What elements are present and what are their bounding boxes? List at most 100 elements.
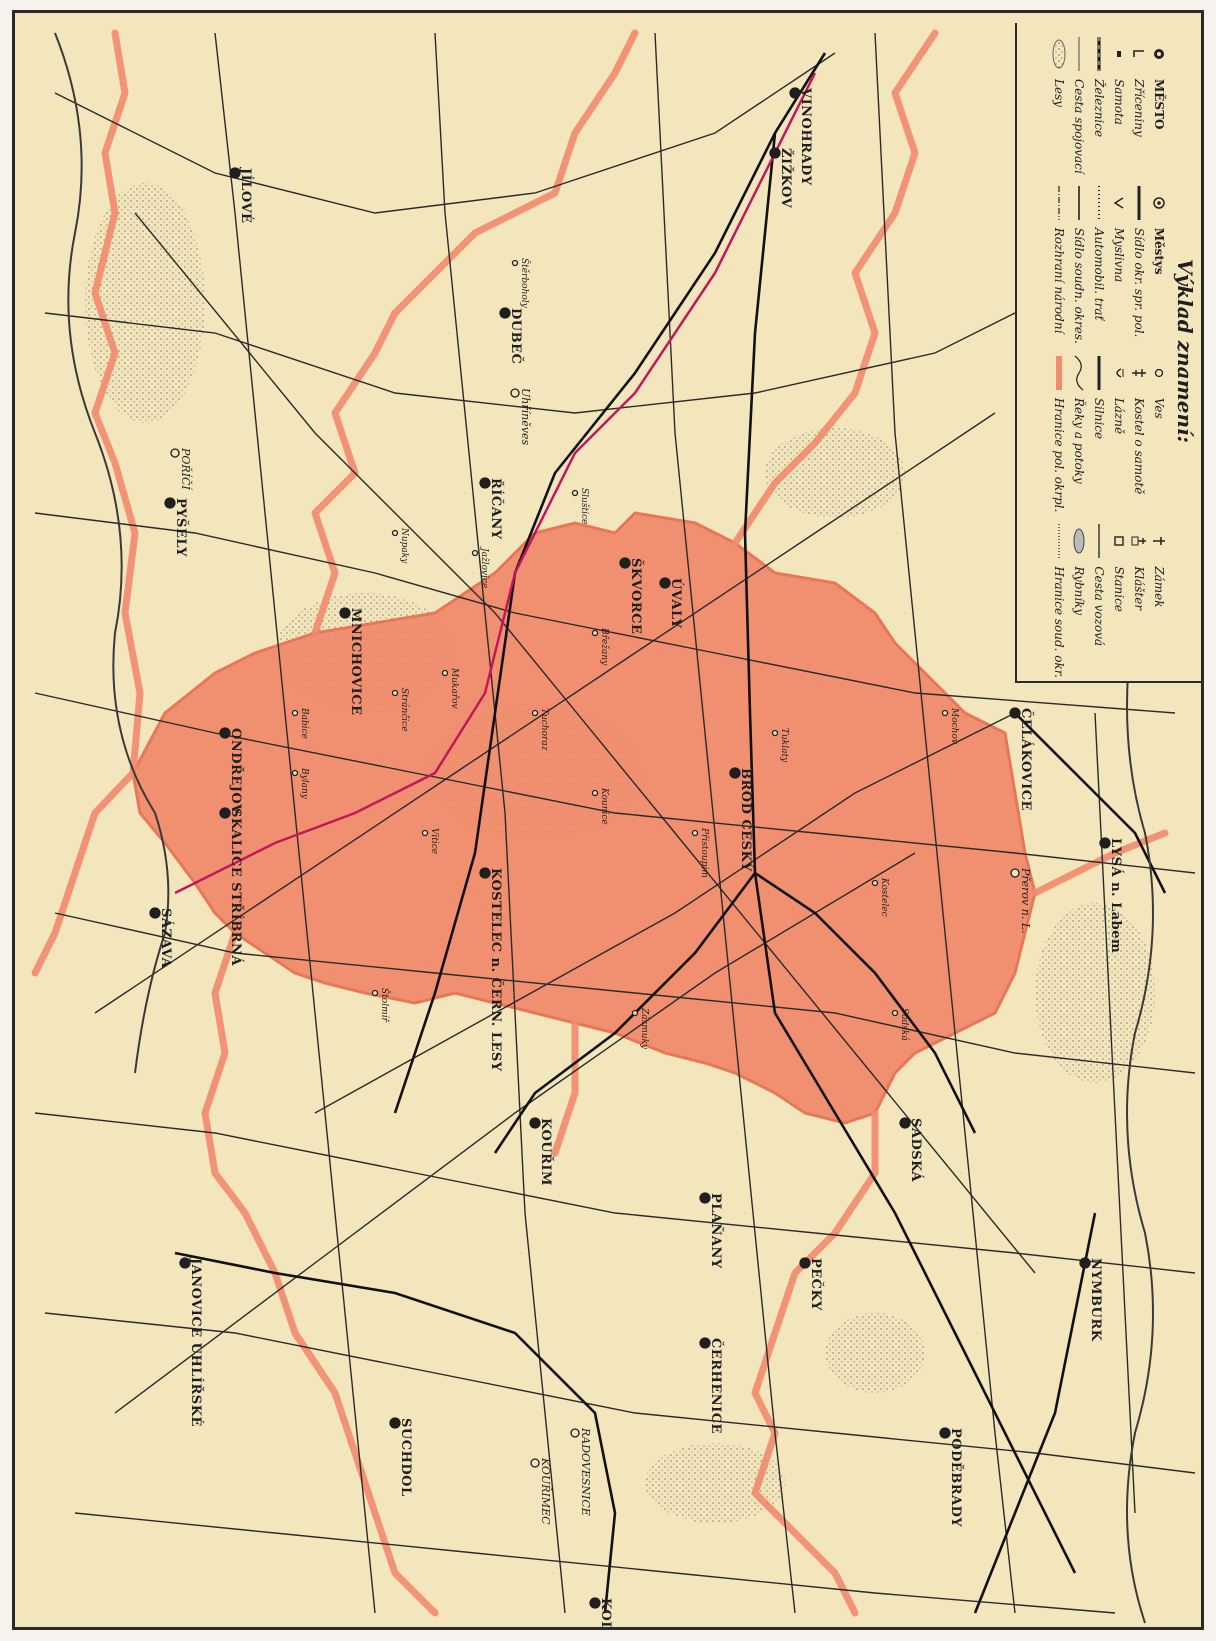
town-marker[interactable]: Přistoupim <box>691 827 711 878</box>
station-symbol-icon <box>1114 536 1124 547</box>
legend-item-label: Řeky a potoky <box>1072 397 1086 484</box>
legend-item-label: Sídlo okr. spr. pol. <box>1132 227 1146 338</box>
town-marker[interactable]: KOLÍN <box>589 1597 614 1627</box>
town-marker[interactable]: Stránčice <box>391 688 411 732</box>
town-marker[interactable]: PLAŇANY <box>699 1192 724 1269</box>
pond-symbol-icon <box>1073 528 1085 554</box>
railway-layer <box>174 52 1167 1614</box>
legend-item: Cesta spojovací <box>1071 35 1087 174</box>
town-marker[interactable]: Tuklaty <box>771 728 790 763</box>
town-marker[interactable]: Sadská <box>891 1008 911 1041</box>
town-marker[interactable]: ČERHENICE <box>699 1337 725 1434</box>
town-marker[interactable]: SUCHDOL <box>389 1417 413 1497</box>
town-marker[interactable]: POŘÍČÍ <box>170 447 193 490</box>
town-marker[interactable]: PODĚBRADY <box>939 1427 964 1527</box>
village-symbol-icon <box>1154 368 1164 377</box>
town-marker[interactable]: LYSÁ n. Labem <box>1099 837 1124 953</box>
town-label: JANOVICE UHLÍŘSKÉ <box>188 1257 204 1427</box>
town-marker[interactable]: KOUŘIM <box>529 1117 554 1186</box>
town-marker[interactable]: Jažlovice <box>471 546 491 588</box>
town-marker[interactable]: JANOVICE UHLÍŘSKÉ <box>179 1257 204 1427</box>
legend-item: Stanice <box>1111 522 1127 678</box>
town-symbol-icon <box>391 529 399 537</box>
town-marker[interactable]: NYMBURK <box>1079 1257 1103 1342</box>
town-marker[interactable]: RADOVESNICE <box>570 1427 592 1516</box>
motor-route-line <box>174 72 817 895</box>
legend-item-label: Hranice pol. okrpl. <box>1052 397 1066 513</box>
town-marker[interactable]: ŽIŽKOV <box>769 147 794 209</box>
town-marker[interactable]: ÚVALY <box>659 577 685 629</box>
town-marker[interactable]: Mochov <box>941 707 960 744</box>
town-symbol-icon <box>219 727 231 739</box>
town-marker[interactable]: Přerov n. L. <box>1010 867 1032 934</box>
town-label: Přistoupim <box>699 827 710 878</box>
legend-item-label: Lázně <box>1112 397 1126 435</box>
town-marker[interactable]: SADSKÁ <box>899 1117 924 1182</box>
town-marker[interactable]: Zásmuky <box>631 1007 651 1050</box>
town-marker[interactable]: KOUŘIMEC <box>530 1457 553 1525</box>
town-marker[interactable]: ŘÍČANY <box>479 477 505 540</box>
town-marker[interactable]: JÍLOVÉ <box>229 167 254 223</box>
town-marker[interactable]: Nupaky <box>391 527 410 564</box>
town-label: Štěrboholy <box>519 258 531 309</box>
town-marker[interactable]: Vitice <box>421 828 440 854</box>
town-marker[interactable]: ONDŘEJOV <box>219 727 244 815</box>
town-label: SKALICE STŘÍBRNÁ <box>228 808 244 966</box>
town-marker[interactable]: Štolmíř <box>371 988 392 1022</box>
legend-item-label: Lesy <box>1052 79 1066 108</box>
legend-item-label: Zámek <box>1152 566 1166 608</box>
map-canvas[interactable]: ŘÍČANY MNICHOVICE KOSTELEC n. ČERN. LESY BR… <box>15 13 1201 1627</box>
town-marker[interactable]: Bylany <box>291 767 310 800</box>
town-symbol-icon <box>510 388 520 398</box>
town-marker[interactable]: MNICHOVICE <box>339 607 363 716</box>
town-label: JÍLOVÉ <box>238 167 254 223</box>
town-label: KOLÍN <box>598 1598 614 1627</box>
legend-item: MĚSTO <box>1151 35 1167 174</box>
town-marker[interactable]: BROD ČESKÝ <box>729 767 755 872</box>
town-symbol-icon <box>631 1009 639 1017</box>
legend-item-label: Automobil. trať <box>1092 227 1106 321</box>
town-marker[interactable]: Štěrboholy <box>511 258 532 309</box>
town-marker[interactable]: Břežany <box>591 627 611 666</box>
river-layer <box>54 32 1154 1624</box>
town-marker[interactable]: ŠKVORCE <box>619 557 645 634</box>
town-symbol-icon <box>891 1009 899 1017</box>
town-marker[interactable]: Kostelec <box>871 877 890 917</box>
town-label: KOUŘIMEC <box>539 1457 553 1525</box>
town-marker[interactable]: Kounice <box>591 787 610 825</box>
legend-item: Lesy <box>1051 35 1067 174</box>
town-symbol-icon <box>511 259 519 267</box>
town-symbol-icon <box>229 167 241 179</box>
town-label: Stránčice <box>399 688 410 732</box>
town-label: Babice <box>299 707 309 739</box>
legend-item-label: Cesta spojovací <box>1072 79 1086 174</box>
town-marker[interactable]: SÁZAVA <box>149 907 174 969</box>
town-marker[interactable]: VINOHRADY <box>789 87 813 186</box>
castle-symbol-icon <box>1153 537 1165 546</box>
town-symbol-icon <box>941 709 949 717</box>
town-symbol-icon <box>591 789 599 797</box>
town-marker[interactable]: Tuchoraz <box>531 708 550 751</box>
town-symbol-icon <box>1099 837 1111 849</box>
legend-item: Železnice <box>1091 35 1107 174</box>
town-marker[interactable]: ČELÁKOVICE <box>1009 707 1035 811</box>
town-marker[interactable]: Mukařov <box>441 667 461 709</box>
town-symbol-icon <box>659 577 671 589</box>
motor-route-line-icon <box>1098 185 1100 220</box>
road-layer <box>34 32 1196 1614</box>
town-symbol-icon <box>769 147 781 159</box>
town-marker[interactable]: SKALICE STŘÍBRNÁ <box>219 807 244 966</box>
legend-item-label: Rybníky <box>1072 566 1086 616</box>
town-marker[interactable]: PYŠELY <box>164 497 190 557</box>
town-symbol-icon <box>589 1597 601 1609</box>
town-marker[interactable]: Uhříněves <box>510 388 532 445</box>
town-marker[interactable]: Babice <box>291 707 310 739</box>
town-marker[interactable]: PEČKY <box>799 1257 825 1311</box>
town-marker[interactable]: Sluštice <box>571 488 591 524</box>
town-label: NYMBURK <box>1088 1258 1103 1342</box>
town-label: MNICHOVICE <box>348 608 363 716</box>
map-sheet: ŘÍČANY MNICHOVICE KOSTELEC n. ČERN. LESY BR… <box>12 10 1204 1630</box>
town-marker[interactable]: DUBEČ <box>499 307 525 364</box>
town-marker[interactable]: KOSTELEC n. ČERN. LESY <box>479 867 505 1072</box>
gamekeeper-lodge-symbol-icon <box>1113 197 1124 209</box>
